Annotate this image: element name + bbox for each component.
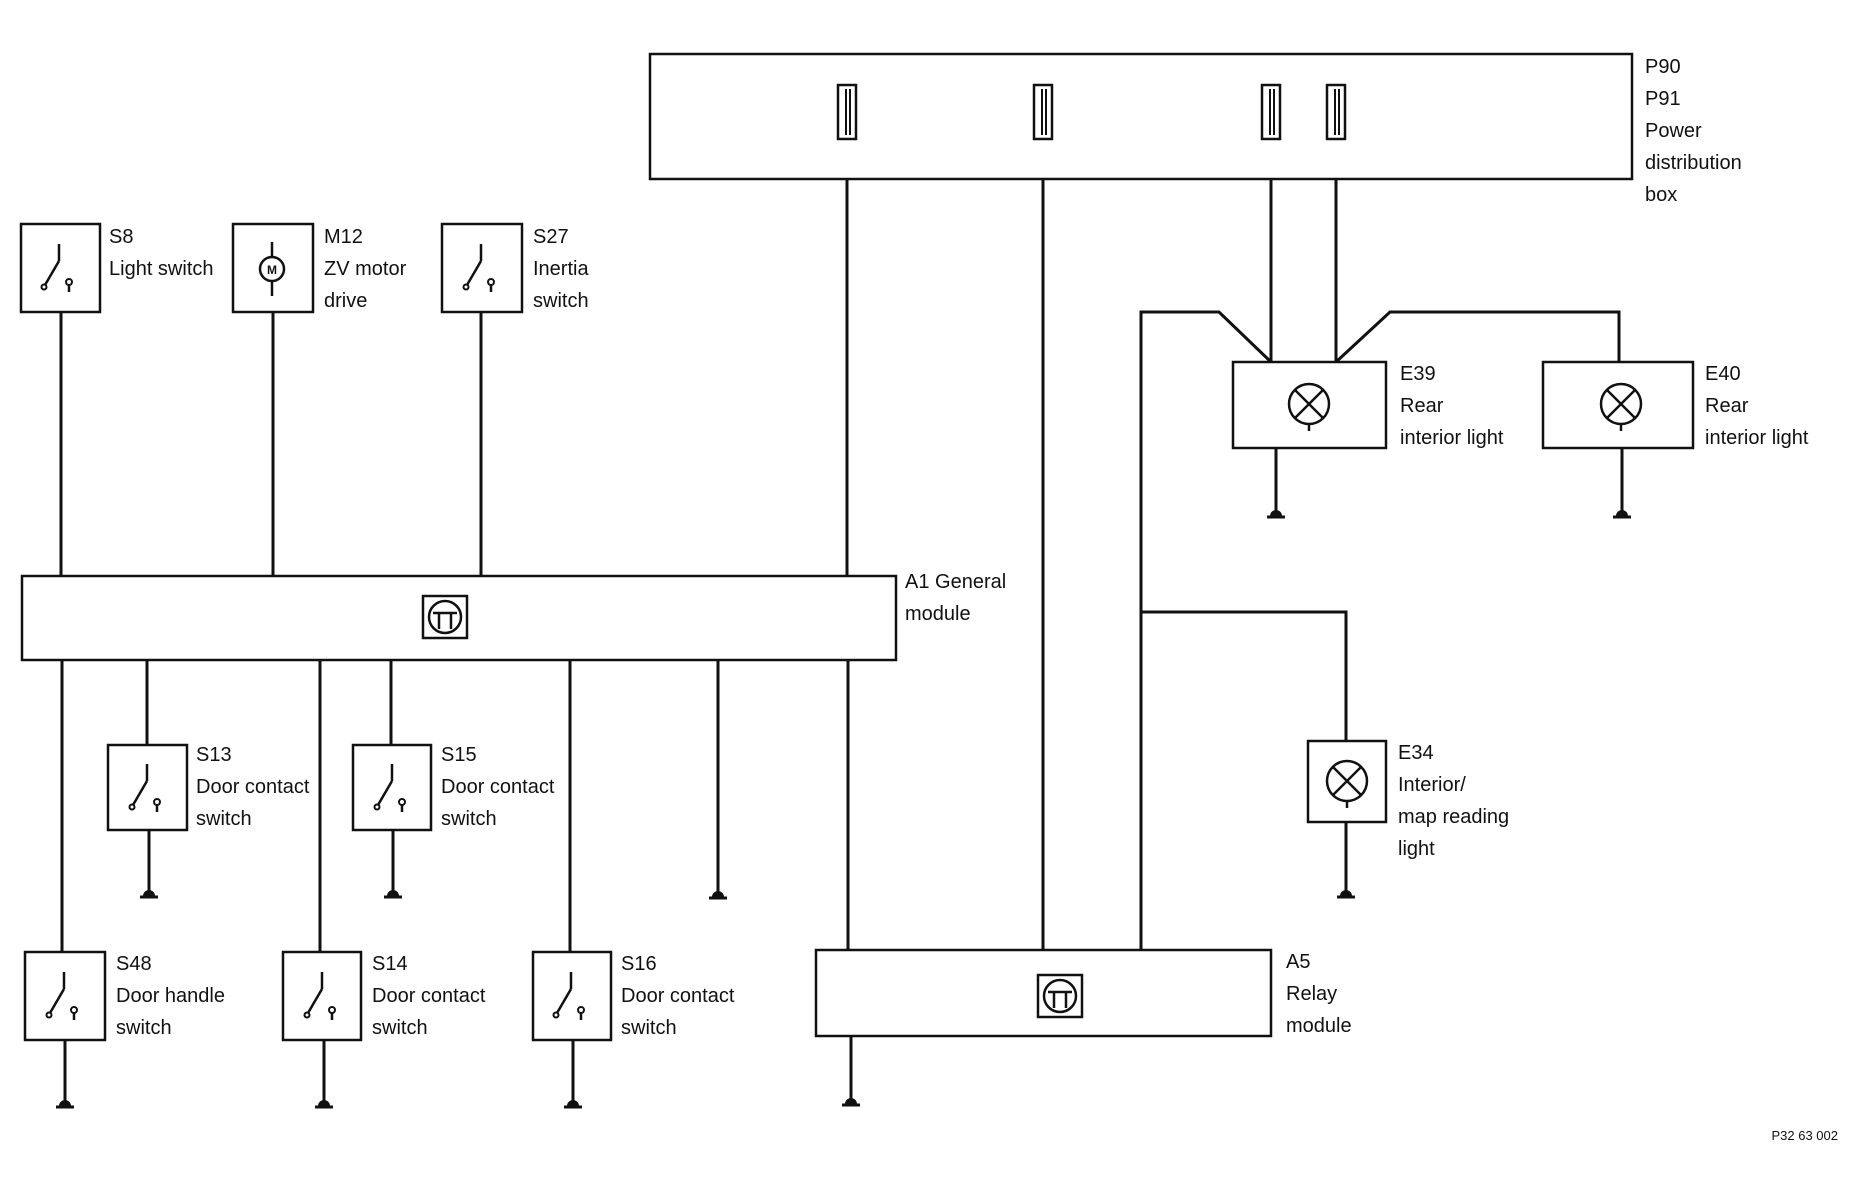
e40-desc-1: Rear bbox=[1705, 395, 1749, 417]
a5-desc-1: Relay bbox=[1286, 983, 1337, 1005]
fuse-icon bbox=[1260, 83, 1282, 141]
e34-desc-3: light bbox=[1398, 838, 1435, 860]
e39-desc-1: Rear bbox=[1400, 395, 1444, 417]
s27-id: S27 bbox=[533, 226, 569, 248]
wire-e34-feed bbox=[1141, 610, 1348, 741]
a5-id: A5 bbox=[1286, 951, 1310, 973]
ground-icon bbox=[707, 890, 729, 900]
s15-desc-1: Door contact bbox=[441, 776, 555, 798]
s13-desc-2: switch bbox=[196, 808, 252, 830]
s48-desc-2: switch bbox=[116, 1017, 172, 1039]
p90-desc-1: Power bbox=[1645, 120, 1702, 142]
motor-letter: M bbox=[267, 263, 277, 277]
e40-id: E40 bbox=[1705, 363, 1741, 385]
e40-rear-interior-light: E40 Rear interior light bbox=[1541, 360, 1809, 519]
e39-desc-2: interior light bbox=[1400, 427, 1504, 449]
a5-relay-module: A5 Relay module bbox=[814, 948, 1352, 1107]
wire-e39-a5 bbox=[1139, 310, 1273, 950]
ground-icon bbox=[1335, 889, 1357, 899]
s15-door-contact-switch: S15 Door contact switch bbox=[351, 743, 555, 899]
fuse-icon bbox=[1032, 83, 1054, 141]
s14-door-contact-switch: S14 Door contact switch bbox=[281, 950, 486, 1109]
s16-desc-1: Door contact bbox=[621, 985, 735, 1007]
ground-icon bbox=[1611, 509, 1633, 519]
transistor-icon bbox=[421, 594, 469, 640]
s8-desc-1: Light switch bbox=[109, 258, 214, 280]
s14-desc-2: switch bbox=[372, 1017, 428, 1039]
s15-box bbox=[351, 743, 433, 832]
s27-desc-1: Inertia bbox=[533, 258, 589, 280]
m12-motor-drive: M M12 ZV motor drive bbox=[231, 222, 407, 314]
ground-icon bbox=[54, 1099, 76, 1109]
m12-id: M12 bbox=[324, 226, 363, 248]
e34-interior-map-reading-light: E34 Interior/ map reading light bbox=[1306, 739, 1509, 899]
s48-box bbox=[23, 950, 107, 1042]
wire-e39-e40 bbox=[1334, 310, 1621, 364]
a1-general-module: A1 General module bbox=[20, 571, 1006, 662]
s14-id: S14 bbox=[372, 953, 408, 975]
e34-id: E34 bbox=[1398, 742, 1434, 764]
e39-id: E39 bbox=[1400, 363, 1436, 385]
s27-inertia-switch: S27 Inertia switch bbox=[440, 222, 589, 314]
s16-desc-2: switch bbox=[621, 1017, 677, 1039]
p90-box bbox=[648, 52, 1634, 181]
figure-reference: P32 63 002 bbox=[1771, 1128, 1838, 1143]
motor-icon: M bbox=[258, 242, 286, 296]
ground-icon bbox=[562, 1099, 584, 1109]
e40-desc-2: interior light bbox=[1705, 427, 1809, 449]
fuse-icon bbox=[1325, 83, 1347, 141]
p91-id: P91 bbox=[1645, 88, 1681, 110]
power-distribution-box: P90 P91 Power distribution box bbox=[648, 52, 1742, 206]
s48-door-handle-switch: S48 Door handle switch bbox=[23, 950, 225, 1109]
s16-door-contact-switch: S16 Door contact switch bbox=[531, 950, 735, 1109]
m12-desc-1: ZV motor bbox=[324, 258, 407, 280]
s14-box bbox=[281, 950, 363, 1042]
transistor-icon bbox=[1036, 973, 1084, 1019]
ground-icon bbox=[313, 1099, 335, 1109]
s27-desc-2: switch bbox=[533, 290, 589, 312]
s16-box bbox=[531, 950, 613, 1042]
a1-id: A1 General bbox=[905, 571, 1006, 593]
s13-id: S13 bbox=[196, 744, 232, 766]
p90-desc-3: box bbox=[1645, 184, 1677, 206]
s13-box bbox=[106, 743, 189, 832]
s8-box bbox=[19, 222, 102, 314]
s13-door-contact-switch: S13 Door contact switch bbox=[106, 743, 310, 899]
s15-id: S15 bbox=[441, 744, 477, 766]
fuse-icon bbox=[836, 83, 858, 141]
s14-desc-1: Door contact bbox=[372, 985, 486, 1007]
s48-id: S48 bbox=[116, 953, 152, 975]
s8-id: S8 bbox=[109, 226, 133, 248]
p90-desc-2: distribution bbox=[1645, 152, 1742, 174]
s48-desc-1: Door handle bbox=[116, 985, 225, 1007]
ground-icon bbox=[1265, 509, 1287, 519]
e39-rear-interior-light: E39 Rear interior light bbox=[1231, 360, 1504, 519]
a1-desc-1: module bbox=[905, 603, 971, 625]
p90-id: P90 bbox=[1645, 56, 1681, 78]
e34-desc-1: Interior/ bbox=[1398, 774, 1466, 796]
ground-icon bbox=[382, 889, 404, 899]
s16-id: S16 bbox=[621, 953, 657, 975]
ground-icon bbox=[840, 1097, 862, 1107]
m12-desc-2: drive bbox=[324, 290, 367, 312]
s27-box bbox=[440, 222, 524, 314]
e34-desc-2: map reading bbox=[1398, 806, 1509, 828]
s8-light-switch: S8 Light switch bbox=[19, 222, 214, 314]
s15-desc-2: switch bbox=[441, 808, 497, 830]
a5-desc-2: module bbox=[1286, 1015, 1352, 1037]
ground-icon bbox=[138, 889, 160, 899]
s13-desc-1: Door contact bbox=[196, 776, 310, 798]
